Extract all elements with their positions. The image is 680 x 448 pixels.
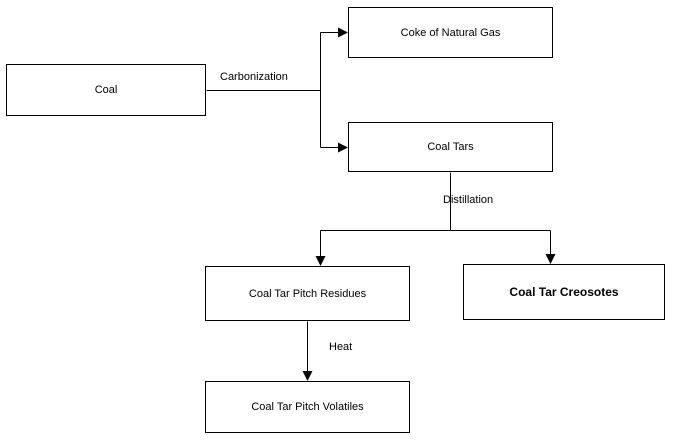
arrowhead-to-coal-tars — [338, 142, 348, 153]
node-coal-tar-pitch-residues: Coal Tar Pitch Residues — [205, 266, 410, 321]
edge-label-distillation: Distillation — [443, 194, 494, 206]
node-coal-tar-pitch-residues-label: Coal Tar Pitch Residues — [248, 287, 367, 300]
node-coal-tar-creosotes-label: Coal Tar Creosotes — [509, 285, 619, 299]
arrowhead-to-pitch-volatiles — [302, 371, 313, 381]
node-coal-tar-pitch-volatiles-label: Coal Tar Pitch Volatiles — [251, 401, 364, 413]
arrowhead-to-pitch-residues — [315, 256, 326, 266]
node-coal-tar-creosotes: Coal Tar Creosotes — [463, 264, 665, 320]
node-coal-tars: Coal Tars — [348, 122, 553, 172]
node-coal-tar-pitch-volatiles: Coal Tar Pitch Volatiles — [205, 381, 410, 433]
node-coal-label: Coal — [94, 84, 118, 96]
arrowhead-to-coke — [338, 27, 348, 38]
node-coke-of-natural-gas-label: Coke of Natural Gas — [400, 26, 501, 39]
node-coal-tars-label: Coal Tars — [427, 141, 474, 153]
arrowhead-to-creosotes — [545, 254, 556, 264]
edge-label-heat: Heat — [329, 341, 353, 353]
node-coal: Coal — [6, 64, 206, 116]
edge-label-carbonization: Carbonization — [220, 71, 288, 83]
node-coke-of-natural-gas: Coke of Natural Gas — [348, 7, 553, 58]
